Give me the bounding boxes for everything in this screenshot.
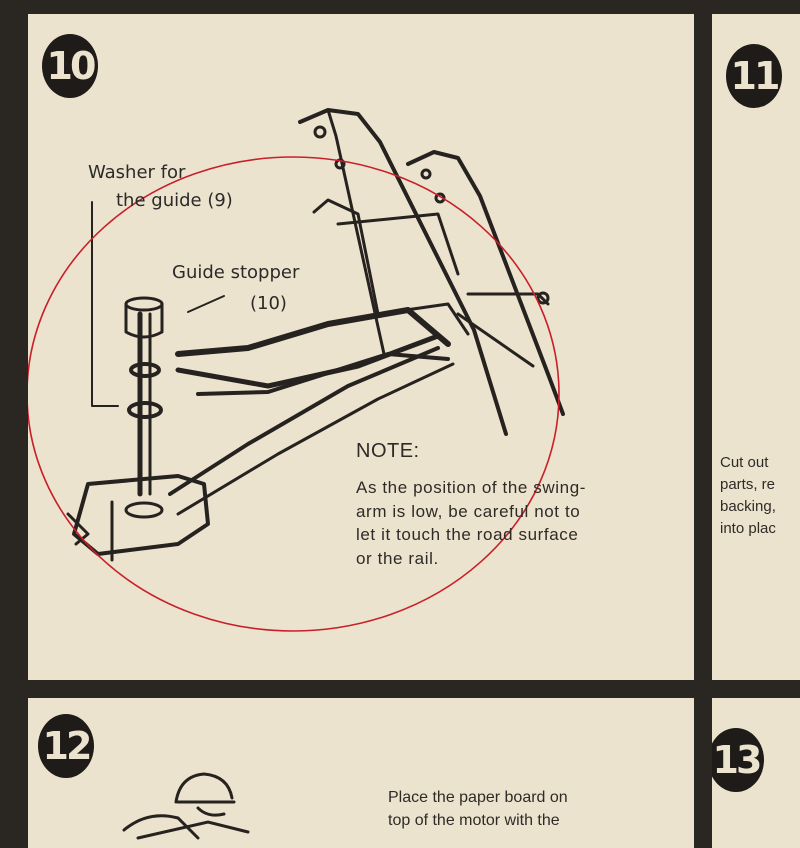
note-line: or the rail. — [356, 548, 439, 568]
note-line: As the position of the swing- — [356, 478, 587, 497]
swing-arm-illustration — [28, 108, 565, 632]
note-line: arm is low, be careful not to — [356, 501, 581, 521]
step-13-panel: 13 — [712, 698, 800, 848]
step-12-line: top of the motor with the — [388, 812, 560, 829]
annotation-circle — [28, 156, 560, 632]
note-line: let it touch the road surface — [356, 525, 579, 544]
note-heading: NOTE: — [356, 440, 420, 462]
step-11-line: Cut out — [720, 454, 769, 471]
step-10-panel: 10 — [28, 14, 694, 680]
step-11-line: parts, re — [720, 476, 776, 493]
step-number-badge: 10 — [42, 34, 98, 98]
step-12-line: Place the paper board on — [388, 789, 568, 806]
step-number-badge: 11 — [726, 44, 782, 108]
stopper-label-line2: (10) — [250, 293, 287, 314]
step-number-badge: 13 — [712, 728, 764, 792]
step-11-text: Cut out parts, re backing, into plac — [720, 452, 800, 540]
note-body: As the position of the swing- arm is low… — [356, 476, 616, 570]
stopper-label-line1: Guide stopper — [172, 262, 300, 283]
washer-label-line1: Washer for — [88, 162, 186, 183]
step-12-text: Place the paper board on top of the moto… — [388, 786, 568, 832]
step-number-badge: 12 — [38, 714, 94, 778]
driver-figure-illustration — [122, 772, 250, 840]
step-11-panel: 11 Cut out parts, re backing, into plac — [712, 14, 800, 680]
step-11-line: backing, — [720, 498, 776, 515]
step-11-line: into plac — [720, 520, 776, 537]
washer-label-line2: the guide (9) — [116, 190, 233, 211]
step-12-panel: 12 Place the paper board on top of the m… — [28, 698, 694, 848]
